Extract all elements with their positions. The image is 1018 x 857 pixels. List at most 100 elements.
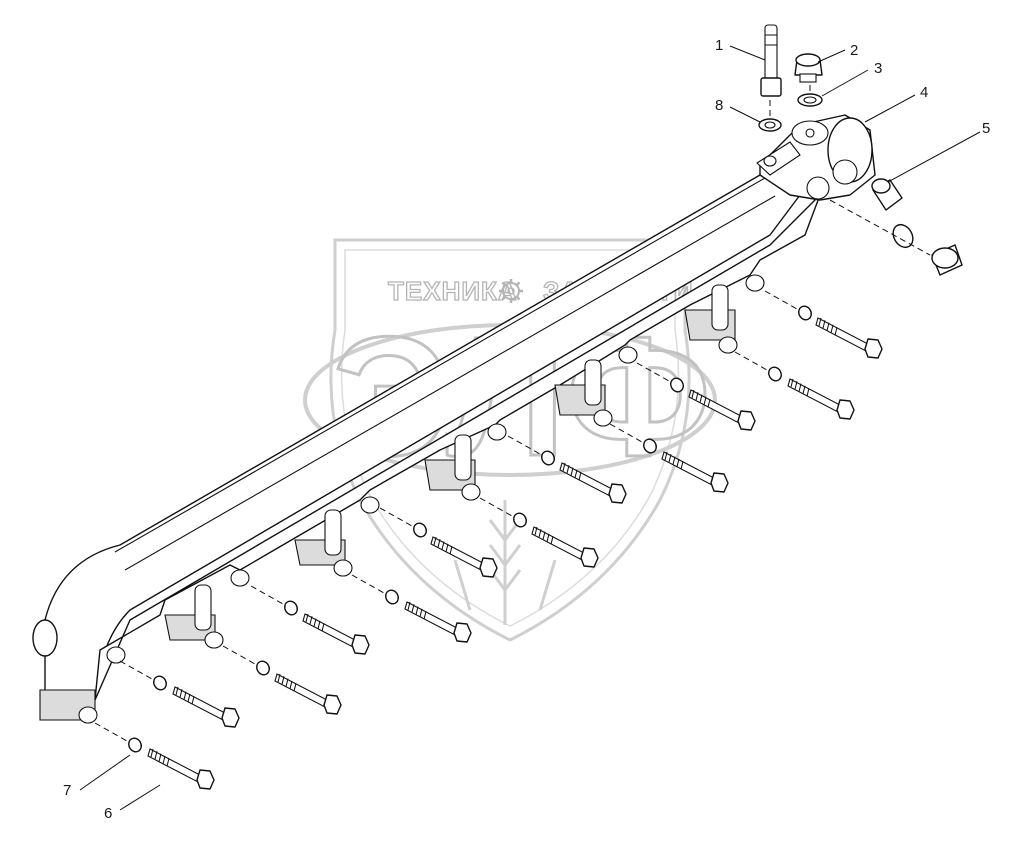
bolt-thread xyxy=(538,529,542,538)
bolt-thread xyxy=(289,680,293,690)
bolt-thread xyxy=(449,546,453,555)
washer-7 xyxy=(284,600,298,616)
bolt-thread xyxy=(699,394,703,403)
bolt-head-6 xyxy=(453,622,472,643)
bolt-shank xyxy=(531,526,585,561)
sleeve-5 xyxy=(871,178,903,211)
bolt-thread xyxy=(162,755,166,765)
bolt-thread xyxy=(672,456,676,465)
bolt-shank xyxy=(302,613,356,648)
bolt-head-6 xyxy=(479,557,498,578)
bolt-thread xyxy=(166,758,170,767)
bolt-thread xyxy=(707,399,711,408)
bolt-assembly-10 xyxy=(636,362,756,431)
bolt-thread xyxy=(281,676,285,685)
bolt-assembly-3 xyxy=(222,645,342,715)
bolt-thread xyxy=(158,753,162,762)
bolt-shank xyxy=(815,317,869,352)
manifold-tube-mid-edge xyxy=(124,195,776,571)
bolt-thread xyxy=(680,461,684,470)
port-boss-6 xyxy=(711,284,729,331)
flange-holes xyxy=(78,274,765,724)
bolt-thread xyxy=(321,623,325,632)
bolt-head-6 xyxy=(196,769,215,790)
washer-7 xyxy=(128,737,142,753)
callout-8: 8 xyxy=(715,97,723,114)
washer-7 xyxy=(413,522,427,538)
bolt-assembly-9 xyxy=(609,423,729,493)
top-boss-hole xyxy=(805,128,815,138)
bolt-shank xyxy=(787,378,841,413)
washer-7 xyxy=(153,675,167,691)
washer-7 xyxy=(385,589,399,605)
bolt-thread xyxy=(703,396,707,406)
bolt-thread xyxy=(566,465,570,474)
callout-7: 7 xyxy=(63,782,71,799)
bolt-thread xyxy=(822,320,826,329)
port-boss-2 xyxy=(194,584,212,631)
bolt-thread xyxy=(179,689,183,698)
side-port-lower xyxy=(806,176,830,200)
bolt-thread xyxy=(433,536,437,546)
callout-5: 5 xyxy=(982,120,990,137)
bolt-thread xyxy=(534,526,538,536)
bolt-thread xyxy=(546,533,550,543)
callout-labels: 1 2 3 4 5 6 7 8 xyxy=(63,37,990,822)
bolt-thread xyxy=(277,673,281,683)
bolt-shank xyxy=(147,748,201,783)
assembly-axis xyxy=(379,507,413,527)
bolt-thread xyxy=(794,381,798,390)
callout-2: 2 xyxy=(850,42,858,59)
bolt-thread xyxy=(309,616,313,625)
callout-3: 3 xyxy=(874,60,882,77)
port-boss-3 xyxy=(324,509,342,556)
washer-7 xyxy=(643,438,657,454)
assembly-axis xyxy=(764,290,798,310)
bolt-head-6 xyxy=(864,338,883,359)
assembly-axis xyxy=(734,351,768,371)
nipple-fitting-1 xyxy=(760,24,782,97)
callout-6: 6 xyxy=(104,805,112,822)
callout-4: 4 xyxy=(920,84,928,101)
assembly-axis xyxy=(636,362,670,382)
bolt-head-6 xyxy=(351,634,370,655)
bolt-assembly-2 xyxy=(119,660,240,728)
bolt-thread xyxy=(830,324,834,334)
washer-7 xyxy=(768,366,782,382)
bolt-thread xyxy=(150,748,154,758)
bolt-head-6 xyxy=(221,707,240,728)
bolt-thread xyxy=(187,693,191,703)
bolt-thread xyxy=(826,322,830,331)
bolt-thread xyxy=(175,686,179,696)
bolt-thread xyxy=(550,536,554,545)
assembly-axis xyxy=(119,660,153,680)
assembly-axis xyxy=(351,574,385,594)
assembly-axis xyxy=(507,435,541,455)
bolt-thread xyxy=(183,691,187,700)
bolt-head-6 xyxy=(323,694,342,715)
bolt-thread xyxy=(441,541,445,550)
bolt-thread xyxy=(419,608,423,618)
bolt-thread xyxy=(445,543,449,553)
bolt-thread xyxy=(317,620,321,630)
side-washer xyxy=(892,223,914,249)
bolt-thread xyxy=(802,385,806,395)
washer-7 xyxy=(798,305,812,321)
bolt-assembly-8 xyxy=(507,435,627,504)
side-port-upper xyxy=(832,159,858,185)
callout-1: 1 xyxy=(715,37,723,54)
assembly-axis xyxy=(222,645,256,665)
assembly-axis xyxy=(479,497,513,517)
port-boss-4 xyxy=(454,434,472,481)
bolt-assembly-11 xyxy=(734,351,855,420)
bolt-head-6 xyxy=(710,472,729,493)
bolt-thread xyxy=(570,467,574,476)
bolt-thread xyxy=(423,611,427,620)
bolt-assembly-5 xyxy=(351,574,472,643)
washer-7 xyxy=(541,450,555,466)
bolt-shank xyxy=(404,601,458,636)
bolt-thread xyxy=(191,696,195,705)
bolt-assembly-6 xyxy=(379,507,498,578)
gear-icon xyxy=(499,279,523,303)
bolt-thread xyxy=(415,606,419,615)
